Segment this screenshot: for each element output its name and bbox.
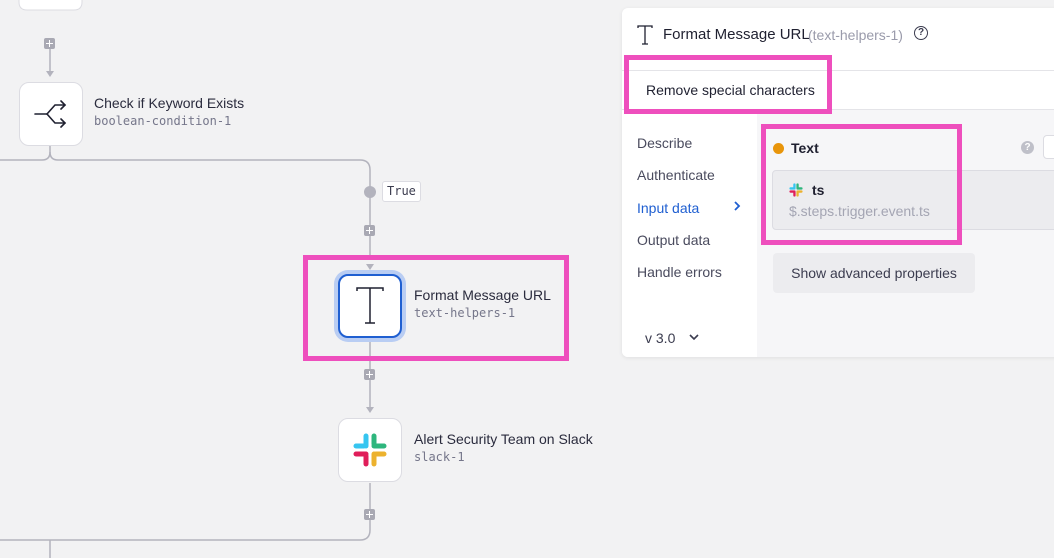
highlight-box — [303, 255, 569, 361]
step-config-panel: Format Message URL (text-helpers-1) ? Re… — [622, 8, 1054, 357]
node-alert-slack[interactable] — [338, 418, 402, 482]
highlight-box — [624, 55, 832, 114]
slack-icon — [789, 183, 803, 197]
panel-sidebar: Describe Authenticate Input data Output … — [622, 110, 757, 357]
panel-header: Format Message URL (text-helpers-1) ? — [622, 8, 1054, 71]
version-label: v 3.0 — [645, 330, 676, 346]
slack-icon — [353, 433, 387, 467]
field-label-text: Text — [791, 140, 819, 156]
chevron-down-icon — [689, 334, 699, 341]
add-step-button[interactable] — [364, 225, 375, 236]
add-step-button[interactable] — [364, 369, 375, 380]
node-subtitle: text-helpers-1 — [414, 306, 516, 320]
input-data-content — [757, 110, 1054, 357]
highlight-box — [761, 124, 962, 245]
sidebar-item-input-data[interactable]: Input data — [637, 200, 700, 216]
function-selector[interactable]: Remove special characters — [646, 82, 815, 98]
text-t-icon — [356, 287, 384, 324]
field-options-button[interactable] — [1043, 135, 1054, 159]
add-step-button[interactable] — [364, 509, 375, 520]
function-row — [622, 71, 1054, 110]
chevron-right-icon — [734, 201, 741, 211]
input-value-label: ts — [812, 182, 825, 198]
panel-title: Format Message URL — [663, 26, 810, 43]
node-check-keyword[interactable] — [19, 82, 83, 146]
true-branch-label: True — [382, 181, 421, 202]
node-subtitle: boolean-condition-1 — [94, 114, 232, 128]
sidebar-item-output-data[interactable]: Output data — [637, 232, 711, 248]
text-input-field[interactable] — [772, 170, 1054, 230]
text-t-icon — [637, 25, 653, 45]
branch-icon — [34, 100, 67, 128]
field-help-icon[interactable]: ? — [1021, 141, 1034, 154]
step-id: (text-helpers-1) — [808, 27, 903, 43]
help-icon[interactable]: ? — [914, 26, 928, 40]
node-title[interactable]: Format Message URL — [414, 287, 551, 303]
node-subtitle: slack-1 — [414, 450, 465, 464]
sidebar-item-authenticate[interactable]: Authenticate — [637, 167, 715, 183]
field-status-dot — [773, 143, 784, 154]
add-step-button[interactable] — [44, 38, 55, 49]
node-title[interactable]: Check if Keyword Exists — [94, 95, 245, 111]
sidebar-item-describe[interactable]: Describe — [637, 135, 693, 151]
show-advanced-properties-button[interactable]: Show advanced properties — [773, 253, 975, 293]
node-format-message-url[interactable] — [338, 274, 402, 338]
sidebar-item-handle-errors[interactable]: Handle errors — [637, 264, 722, 280]
input-value-path: $.steps.trigger.event.ts — [789, 203, 930, 219]
node-title[interactable]: Alert Security Team on Slack — [414, 431, 593, 447]
